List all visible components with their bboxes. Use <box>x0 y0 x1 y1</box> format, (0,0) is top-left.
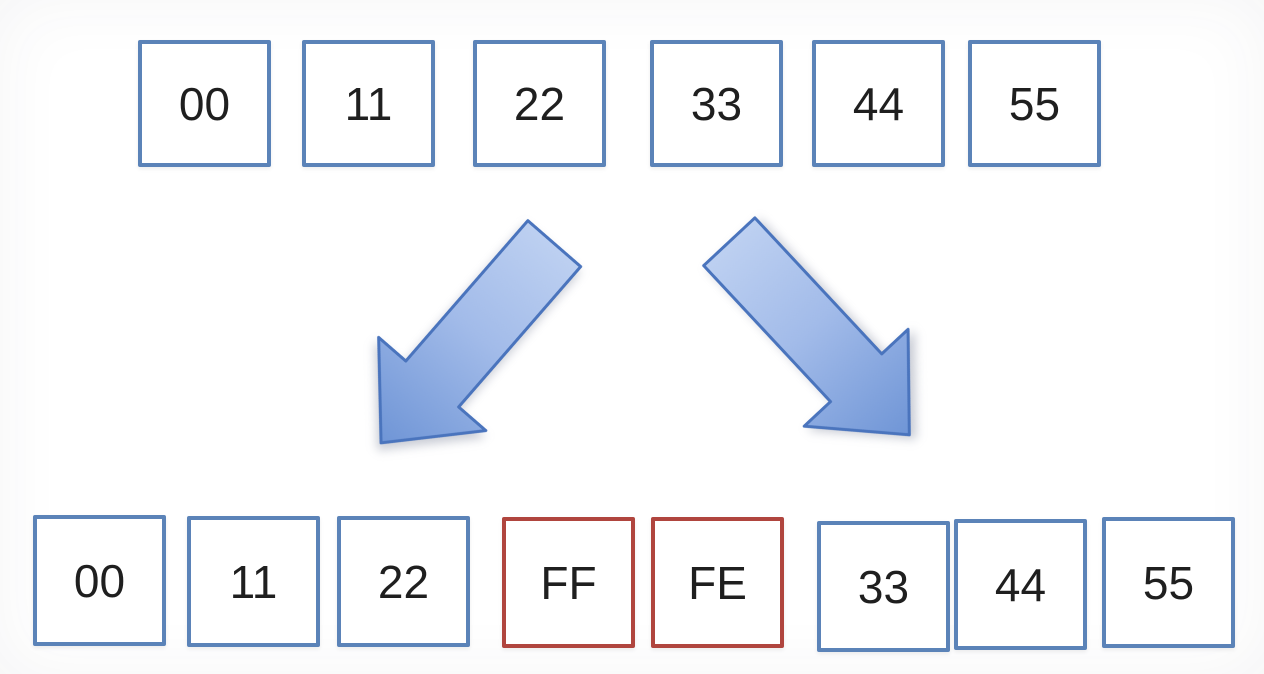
inserted-byte-cell: FF <box>502 517 635 648</box>
top-byte-cell: 33 <box>650 40 783 167</box>
top-byte-cell: 44 <box>812 40 945 167</box>
bottom-byte-cell: 00 <box>33 515 166 646</box>
bottom-byte-cell: 44 <box>954 519 1087 650</box>
top-byte-cell: 55 <box>968 40 1101 167</box>
bottom-byte-cell: 22 <box>337 516 470 647</box>
down-right-arrow-icon <box>673 189 967 489</box>
down-left-arrow-icon <box>322 193 612 495</box>
top-byte-cell: 22 <box>473 40 606 167</box>
inserted-byte-cell: FE <box>651 517 784 648</box>
bottom-byte-cell: 33 <box>817 521 950 652</box>
top-byte-cell: 00 <box>138 40 271 167</box>
top-byte-cell: 11 <box>302 40 435 167</box>
bottom-byte-cell: 55 <box>1102 517 1235 648</box>
bottom-byte-cell: 11 <box>187 516 320 647</box>
